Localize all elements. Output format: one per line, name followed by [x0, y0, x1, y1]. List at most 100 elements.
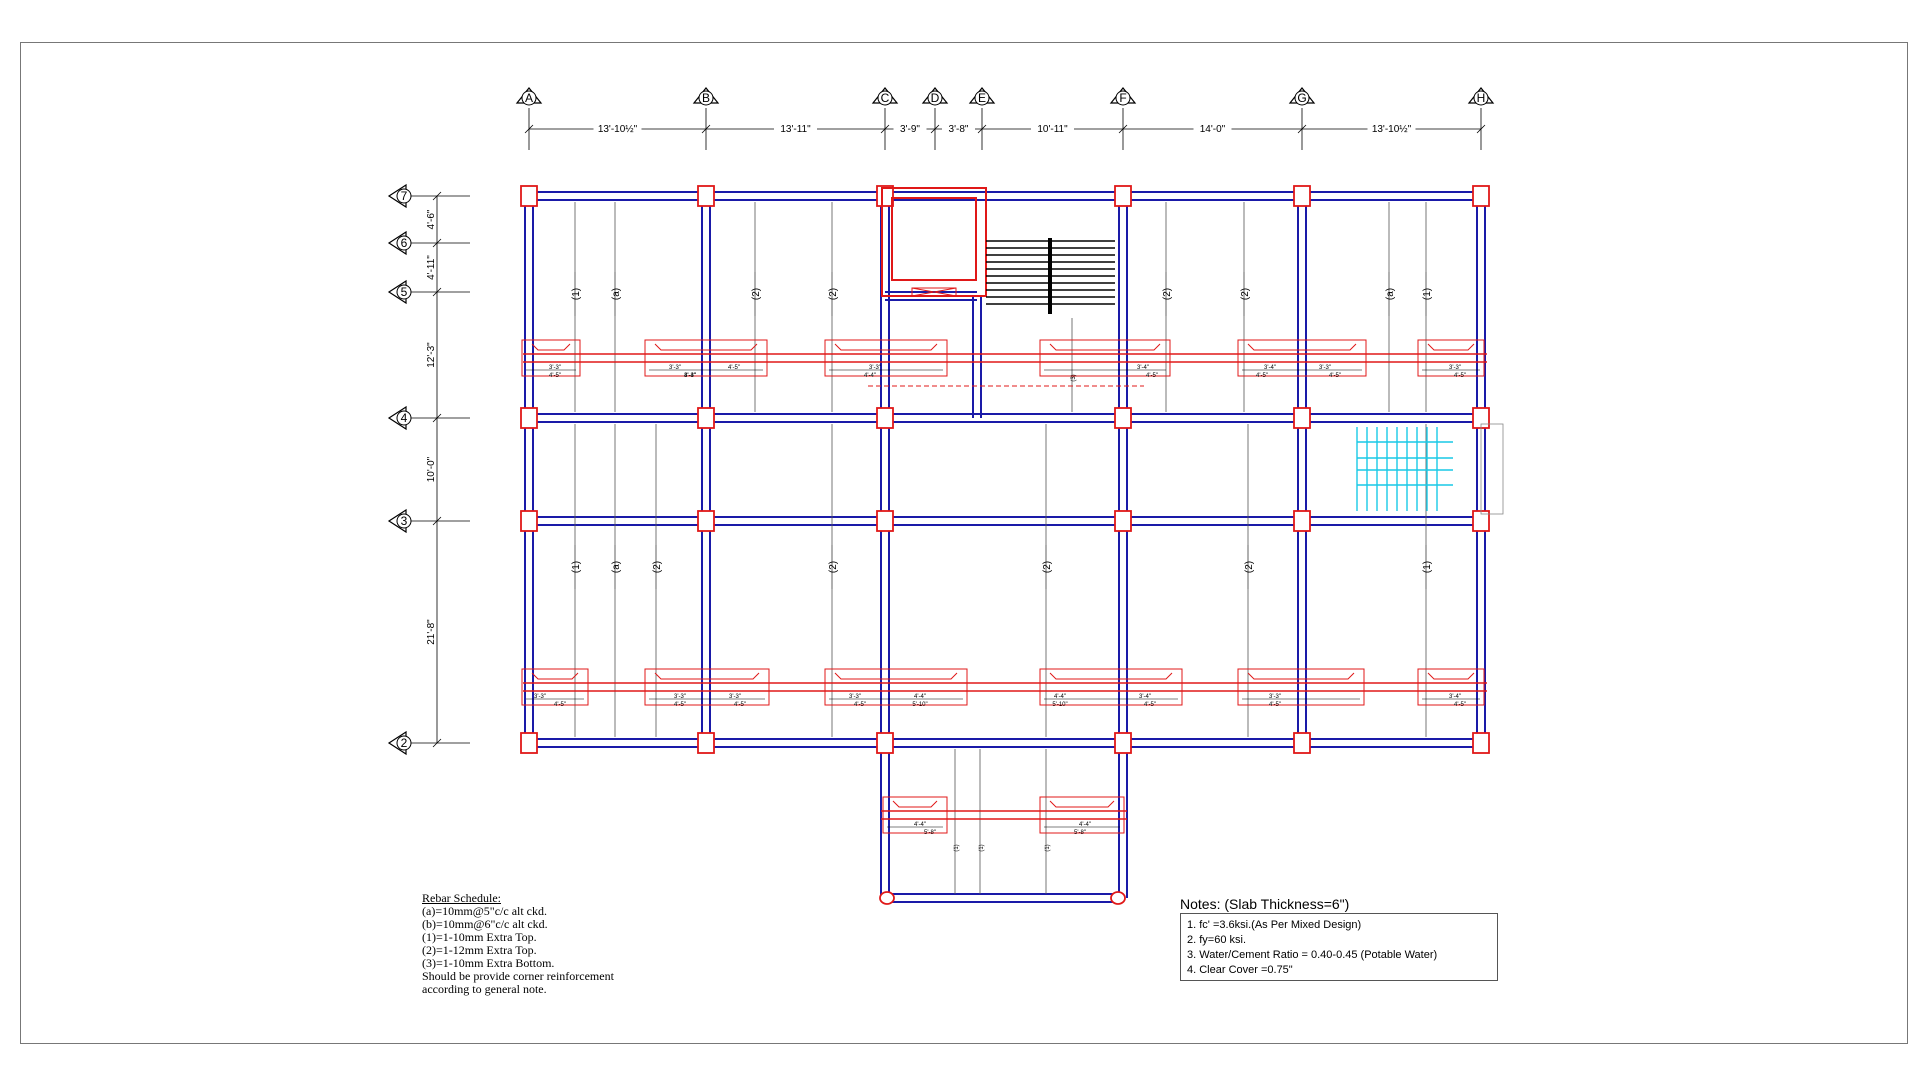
grid-bubble [396, 235, 412, 251]
extra-bar-length-label: 4'-5" [554, 702, 566, 708]
dimension-tick [432, 191, 442, 201]
extra-top-bar-zone [882, 796, 948, 834]
column [1293, 510, 1311, 532]
bent-bar-shape [654, 343, 758, 351]
bent-bar-shape [892, 800, 938, 808]
grid-bubble [1115, 90, 1131, 106]
dimension-label-bg [942, 122, 975, 134]
grid-bubble [396, 188, 412, 204]
bar-mark-labels: 3'-3"4'-5"3'-3"3'-3"4'-5"4'-4"3'-3"4'-4"… [534, 272, 1466, 852]
dimension-tick [880, 124, 890, 134]
grid-column-label: F [1119, 91, 1126, 105]
extra-top-bar-zone [824, 339, 948, 377]
grid-bubble [396, 513, 412, 529]
bent-bar-shape [1049, 672, 1173, 680]
extra-bar-length-label: 3'-3" [674, 694, 686, 700]
lift-core-inner [891, 197, 977, 281]
notes-box: 1. fc' =3.6ksi.(As Per Mixed Design) 2. … [1180, 913, 1498, 981]
dimension-tick [1118, 124, 1128, 134]
lift-opening-cross [911, 287, 957, 297]
extra-top-bar-zone [521, 668, 589, 706]
column [520, 510, 538, 532]
dimension-tick [524, 124, 534, 134]
column [520, 732, 538, 754]
column [697, 732, 715, 754]
bar-mark-label: (2) [828, 288, 839, 300]
column-dimension-label: 3'-9" [900, 124, 920, 135]
dimension-label-bg [774, 122, 817, 134]
extra-bar-length-label: 4'-4" [684, 373, 696, 379]
bar-mark-label: (2) [1244, 561, 1255, 573]
column [520, 407, 538, 429]
grid-bubble [1473, 90, 1489, 106]
grid-column-label: E [978, 91, 986, 105]
extra-top-bar-zone [824, 668, 968, 706]
extra-bar-length-label: 3'-3" [1449, 365, 1461, 371]
dimension-label-bg [893, 122, 927, 134]
column [1114, 732, 1132, 754]
extra-top-bar-zone [521, 339, 581, 377]
column [876, 732, 894, 754]
extra-bar-length-label: 3'-3" [684, 373, 696, 379]
bar-mark-label: (2) [1162, 288, 1173, 300]
column [876, 407, 894, 429]
column [1293, 407, 1311, 429]
extra-top-bar-zone [1039, 668, 1183, 706]
bar-mark-label: (1) [979, 844, 985, 851]
bar-mark-label: (3) [1071, 374, 1077, 381]
extra-bar-length-label: 3'-3" [849, 694, 861, 700]
row-dimension-label: 21'-8" [426, 619, 437, 645]
stair-handrail [1048, 238, 1052, 314]
dimension-tick [432, 413, 442, 423]
bent-bar-shape [1049, 800, 1115, 808]
extra-bar-length-label: 4'-4" [864, 373, 876, 379]
grid-bubble [396, 735, 412, 751]
dimension-label-bg [1367, 122, 1416, 134]
grid-bubble [877, 90, 893, 106]
grid-bubble [396, 284, 412, 300]
extra-bar-length-label: 3'-3" [669, 365, 681, 371]
dimension-tick [1476, 124, 1486, 134]
rebar-schedule-line: (2)=1-12mm Extra Top. [422, 943, 537, 957]
rebar-schedule-line: Should be provide corner reinforcement [422, 969, 614, 983]
rebar-schedule-line: (3)=1-10mm Extra Bottom. [422, 956, 555, 970]
column [697, 407, 715, 429]
row-dimension-label: 12'-3" [426, 342, 437, 368]
extra-bar-length-label: 3'-4" [1264, 365, 1276, 371]
extra-top-bar-zone [1039, 796, 1125, 834]
extra-bar-length-label: 4'-5" [1329, 373, 1341, 379]
dimension-label-bg [593, 122, 642, 134]
dimension-tick [977, 124, 987, 134]
extra-bar-length-label: 3'-3" [549, 365, 561, 371]
beams [524, 191, 1486, 903]
column [1114, 407, 1132, 429]
extra-bar-length-label: 3'-4" [1449, 694, 1461, 700]
column-dimension-label: 13'-11" [780, 124, 811, 135]
rebar-schedule-line: (a)=10mm@5"c/c alt ckd. [422, 904, 548, 918]
extra-bar-length-label: 4'-5" [734, 702, 746, 708]
extra-bar-length-label: 5'-10" [1052, 702, 1067, 708]
row-dimension-label: 10'-0" [426, 456, 437, 482]
grid-row-label: 7 [401, 189, 408, 203]
extra-bar-length-label: 5'-10" [912, 702, 927, 708]
extra-bar-length-label: 4'-5" [1144, 702, 1156, 708]
column-dimension-label: 14'-0" [1200, 124, 1226, 135]
column [876, 510, 894, 532]
drawing-frame [20, 42, 1908, 1044]
grid-row-label: 6 [401, 236, 408, 250]
bent-bar-shape [1427, 343, 1475, 351]
dimension-lines: 13'-10½"13'-11"3'-9"3'-8"10'-11"14'-0"13… [400, 108, 1486, 748]
column [520, 185, 538, 207]
dimension-label-bg [1193, 122, 1232, 134]
bar-mark-label: (2) [828, 561, 839, 573]
extra-bar-length-label: 4'-5" [1256, 373, 1268, 379]
grid-column-label: C [881, 91, 890, 105]
column [1293, 732, 1311, 754]
grid-row-label: 5 [401, 285, 408, 299]
bent-bar-shape [1247, 672, 1355, 680]
bar-mark-label: (1) [1045, 844, 1051, 851]
column-round [879, 891, 895, 905]
cantilever-bar-label: 5'-8" [1074, 830, 1086, 836]
bar-mark-label: (2) [652, 561, 663, 573]
